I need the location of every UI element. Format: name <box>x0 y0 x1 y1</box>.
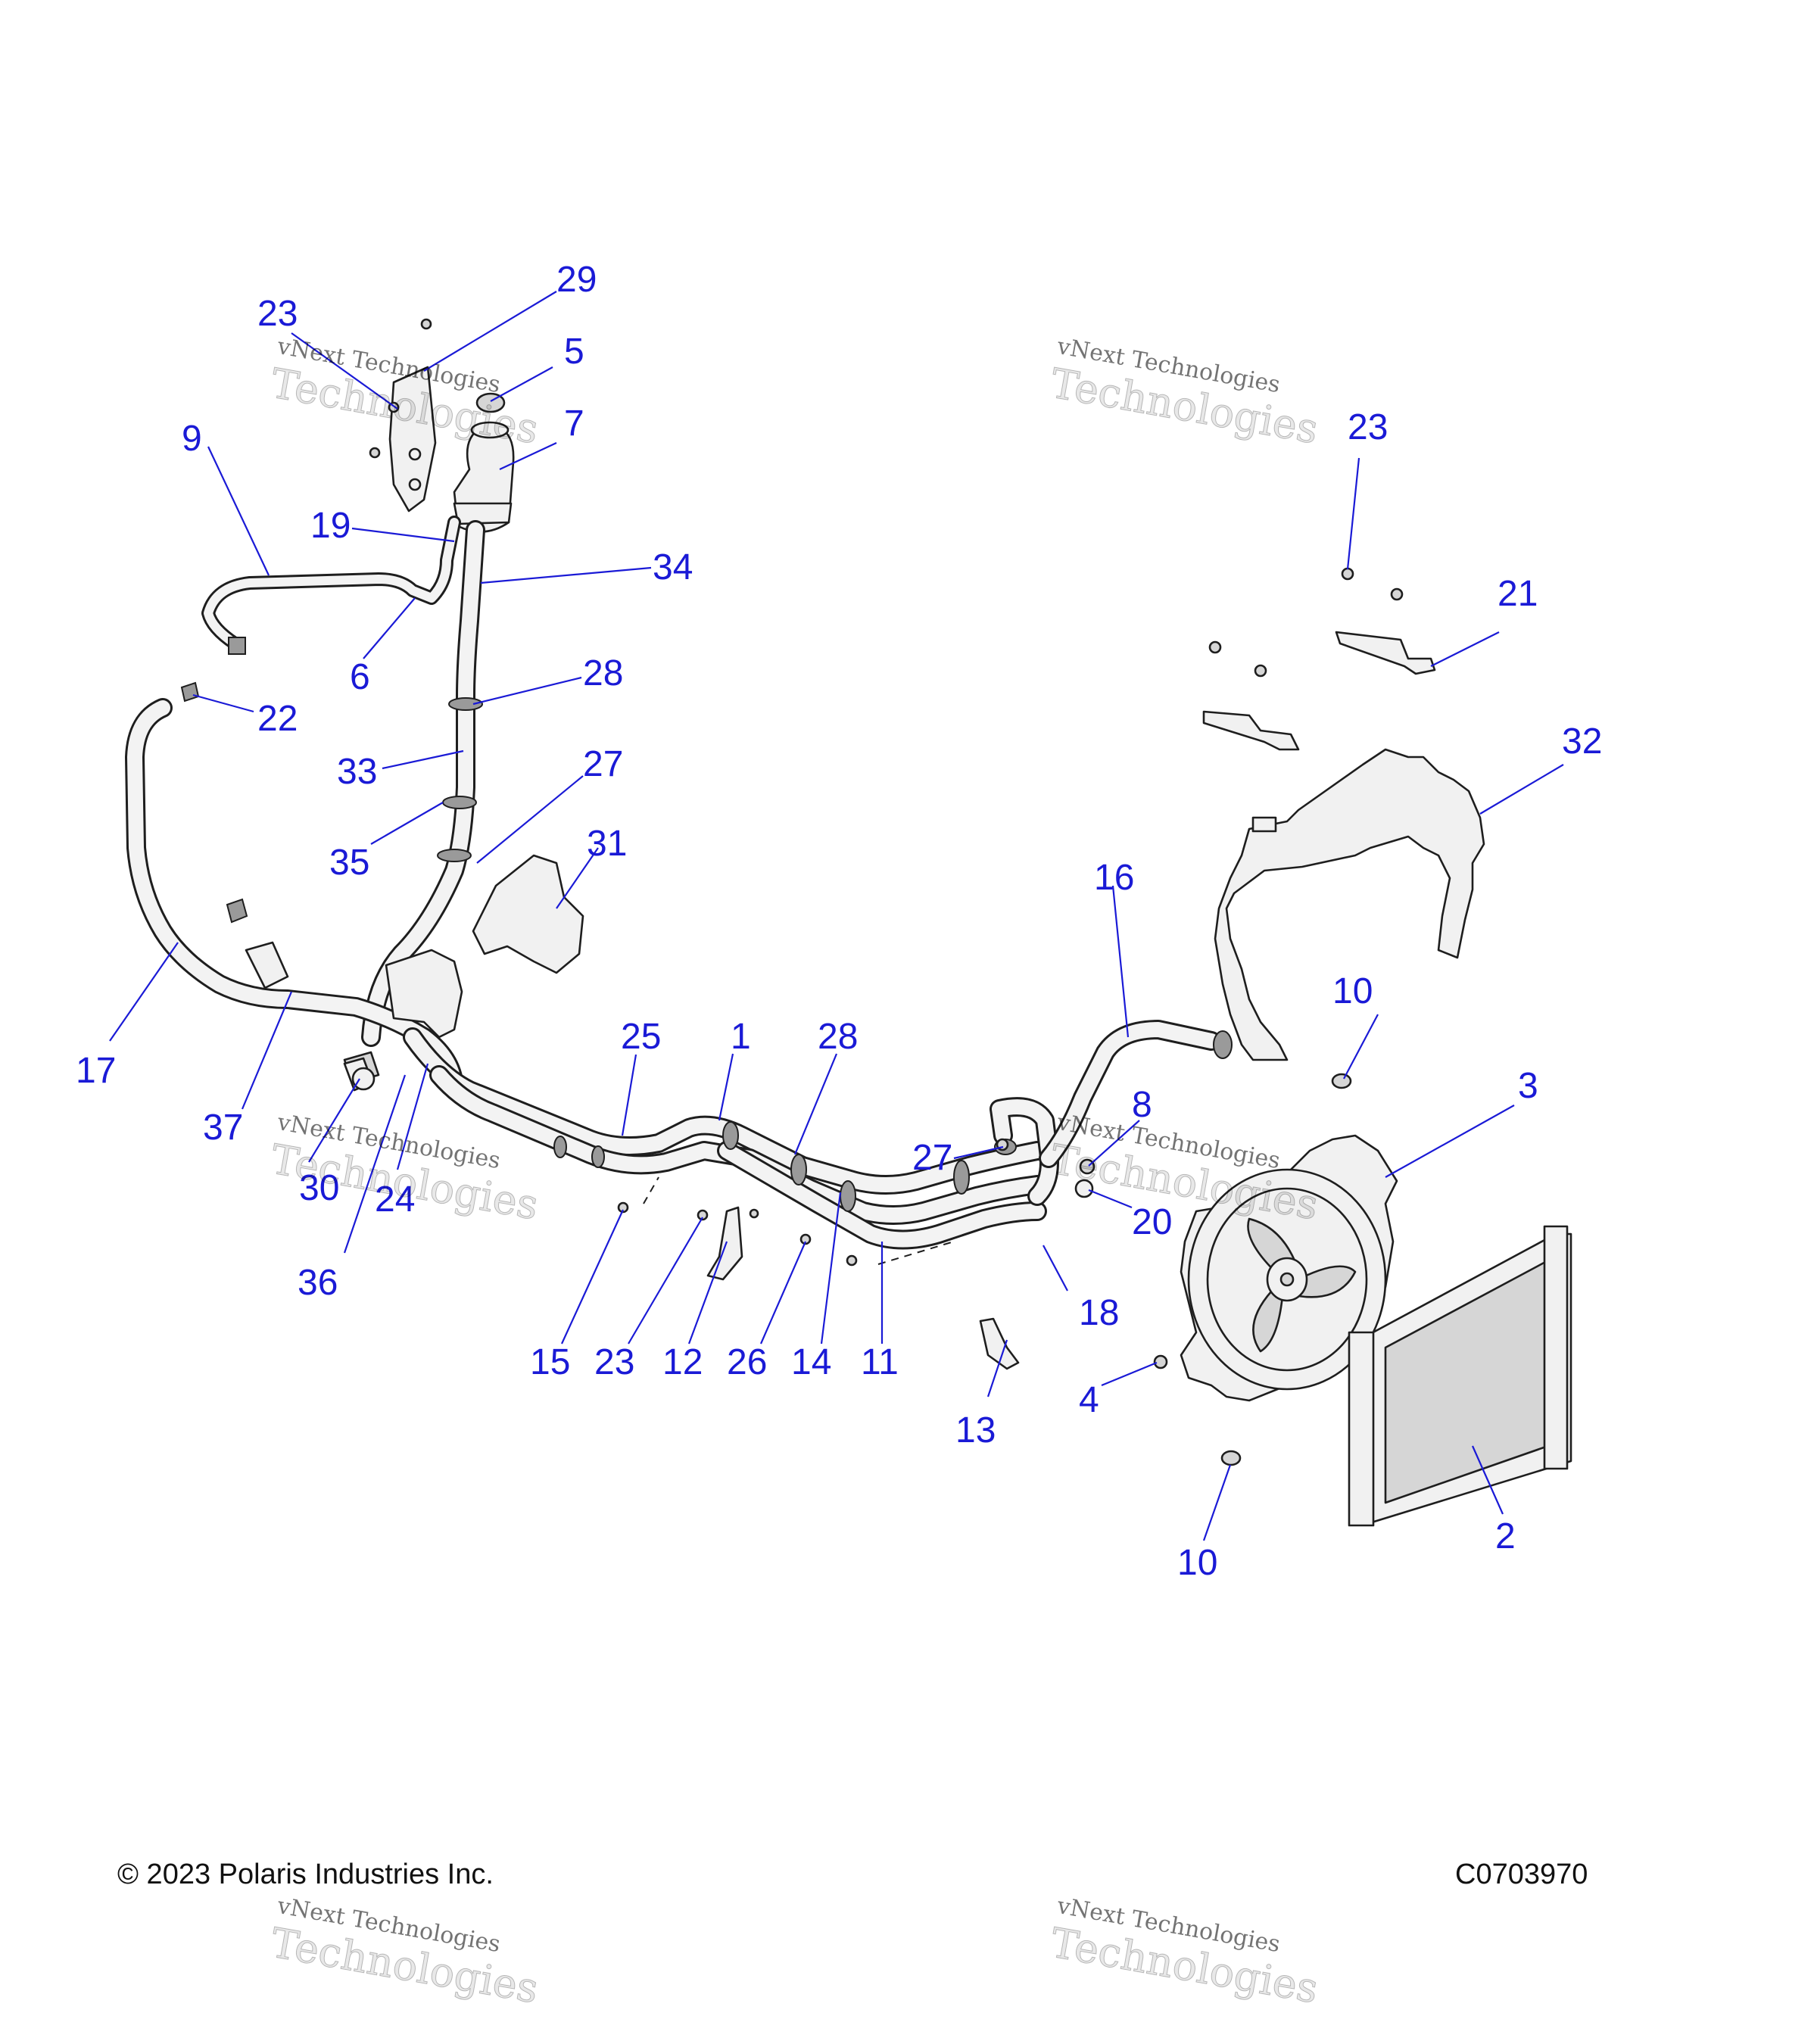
coolant-reservoir <box>453 421 515 533</box>
callout-13: 13 <box>955 1410 996 1450</box>
copyright-notice: © 2023 Polaris Industries Inc. <box>117 1859 494 1890</box>
callout-14: 14 <box>791 1342 831 1382</box>
radiator-shroud-bracket <box>1214 748 1485 1061</box>
radiator-inlet-hose <box>990 1020 1233 1206</box>
rubber-grommet <box>1220 1073 1352 1466</box>
callout-24: 24 <box>375 1179 415 1220</box>
leader-lines <box>109 291 1564 1541</box>
callout-10-top: 10 <box>1332 971 1373 1011</box>
callout-6: 6 <box>350 657 370 697</box>
callout-23-lower: 23 <box>594 1342 634 1382</box>
callout-4: 4 <box>1079 1380 1099 1420</box>
cooling-fan <box>1180 1134 1398 1402</box>
callout-36: 36 <box>298 1263 338 1303</box>
callout-8: 8 <box>1132 1085 1152 1125</box>
callout-11: 11 <box>861 1342 899 1382</box>
callout-30: 30 <box>299 1168 339 1208</box>
callout-17: 17 <box>76 1051 116 1091</box>
callout-35: 35 <box>329 843 369 883</box>
callout-28-lower: 28 <box>818 1017 858 1057</box>
pipe-bracket <box>706 1206 1020 1370</box>
callout-25: 25 <box>621 1017 661 1057</box>
callout-21: 21 <box>1498 574 1538 614</box>
fastener <box>617 1138 1095 1267</box>
callout-7: 7 <box>564 404 584 444</box>
frame-bracket <box>385 854 584 1039</box>
callout-2: 2 <box>1495 1516 1516 1556</box>
callout-23-right: 23 <box>1348 407 1388 447</box>
callout-33: 33 <box>337 752 377 792</box>
radiator <box>1348 1225 1572 1527</box>
callout-27: 27 <box>583 744 623 784</box>
callout-5: 5 <box>564 332 584 372</box>
callout-22: 22 <box>257 699 298 739</box>
callout-27-right: 27 <box>912 1138 952 1178</box>
callout-26: 26 <box>727 1342 767 1382</box>
callout-34: 34 <box>653 547 693 587</box>
reservoir-bracket <box>388 366 437 513</box>
callout-23: 23 <box>257 294 298 334</box>
hose-connector <box>245 941 380 1092</box>
callout-10-bottom: 10 <box>1177 1543 1217 1583</box>
drawing-number: C0703970 <box>1455 1859 1588 1890</box>
callout-3: 3 <box>1518 1066 1538 1106</box>
hose-clip <box>180 681 248 924</box>
callout-9: 9 <box>182 419 202 459</box>
callout-16: 16 <box>1094 858 1134 898</box>
callout-15: 15 <box>530 1342 570 1382</box>
callout-19: 19 <box>310 506 351 546</box>
coolant-pipe <box>403 1027 1047 1250</box>
callout-29: 29 <box>556 260 597 300</box>
callout-37: 37 <box>203 1108 243 1148</box>
callout-32: 32 <box>1562 721 1602 762</box>
bolt-small <box>369 318 432 459</box>
callout-1: 1 <box>731 1017 751 1057</box>
screw <box>1153 1354 1168 1369</box>
vent-hose <box>201 516 461 655</box>
bolt <box>1208 567 1404 678</box>
callout-31: 31 <box>587 824 627 864</box>
mounting-bracket <box>1202 631 1436 751</box>
callout-labels: 29 23 5 7 9 19 34 6 28 22 33 27 35 31 17… <box>76 260 1602 1583</box>
callout-18: 18 <box>1079 1293 1119 1333</box>
callout-20: 20 <box>1132 1202 1172 1242</box>
callout-28: 28 <box>583 653 623 693</box>
callout-12: 12 <box>662 1342 703 1382</box>
